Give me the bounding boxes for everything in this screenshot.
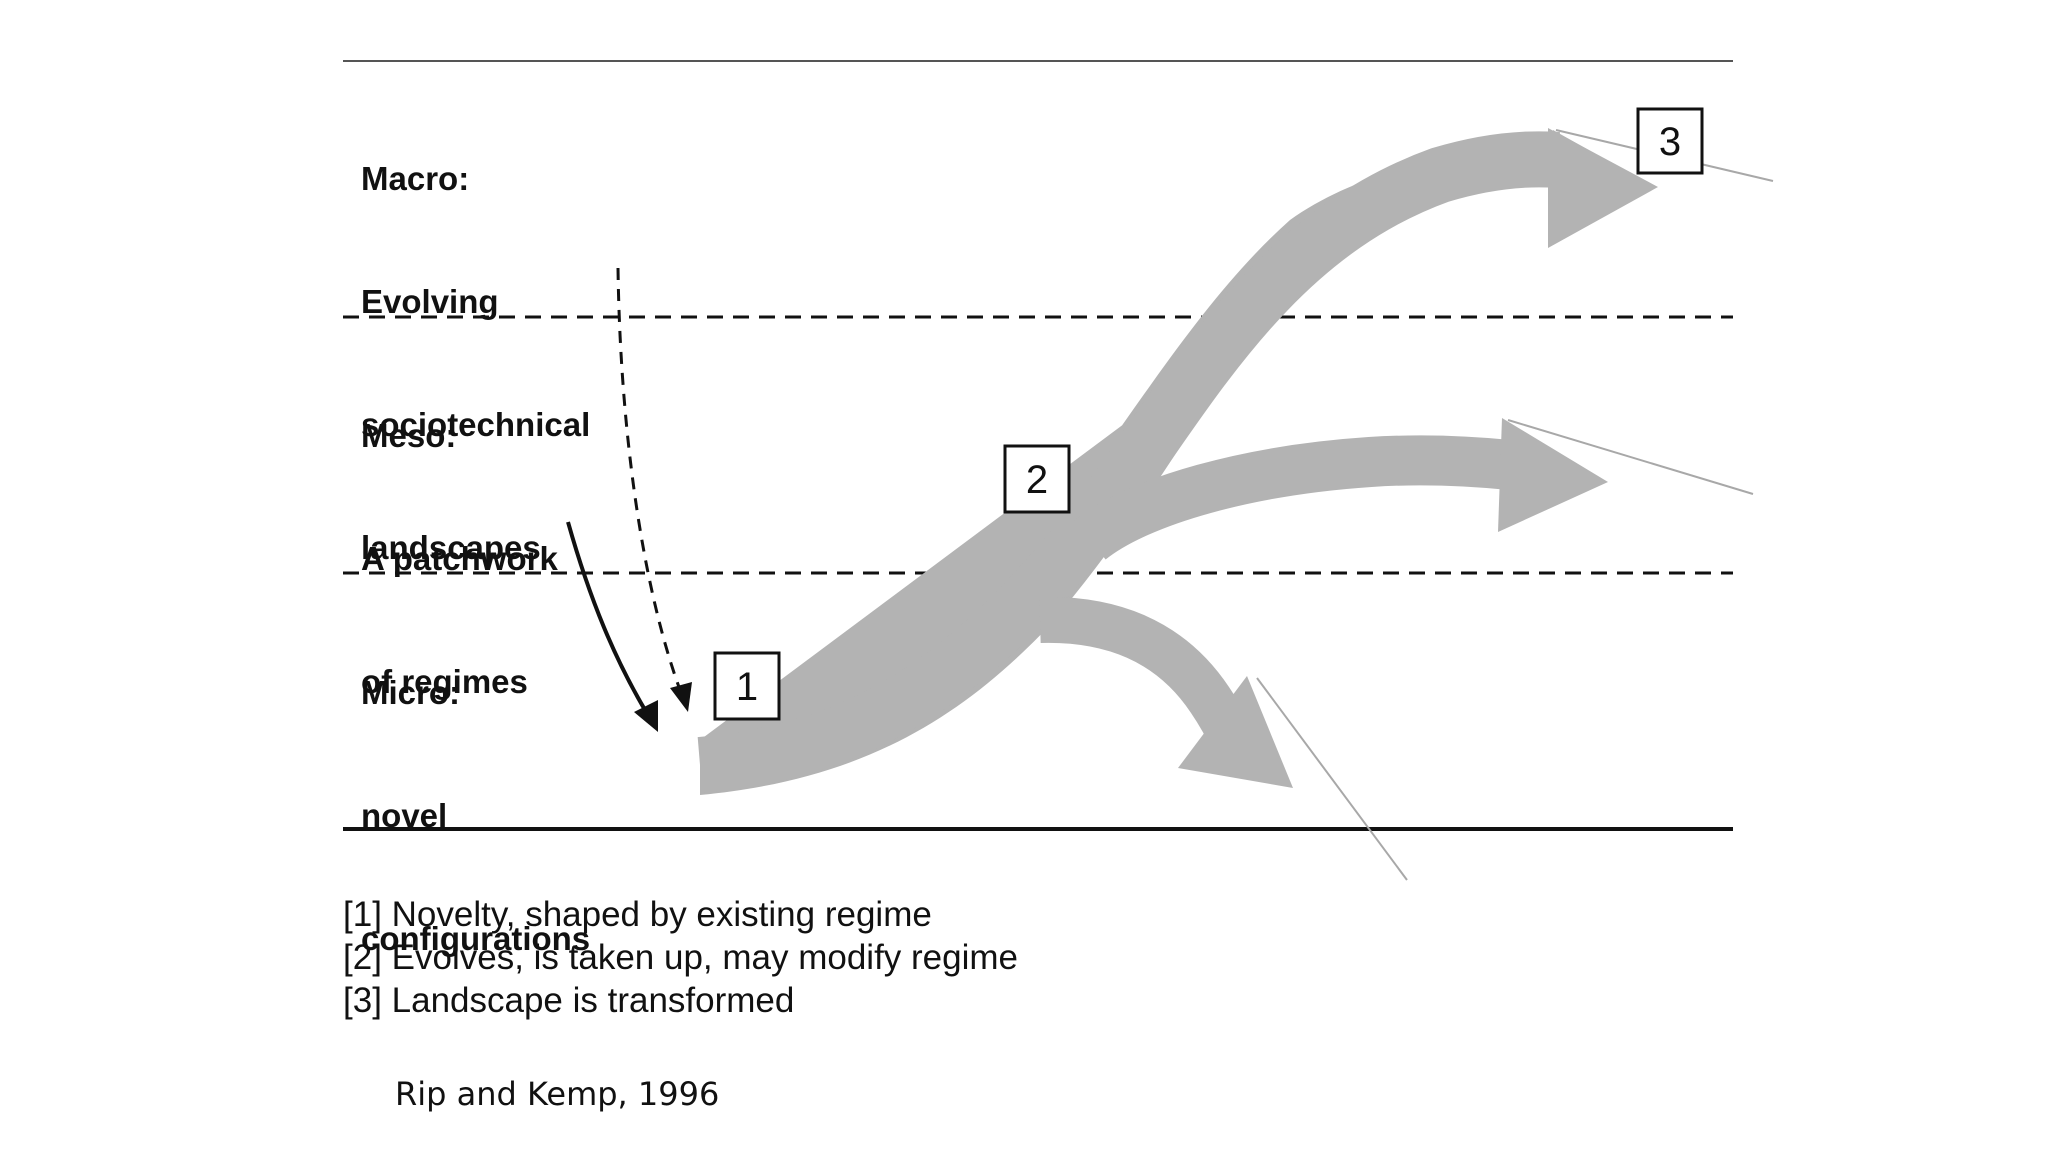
- micro-line-2: configurations: [361, 920, 591, 957]
- citation: Rip and Kemp, 1996: [395, 1075, 720, 1113]
- meso-title: Meso:: [361, 417, 457, 454]
- macro-line-2: sociotechnical: [361, 406, 591, 443]
- meso-branch-band: [1074, 435, 1513, 560]
- meso-branch-arrowhead: [1498, 418, 1608, 532]
- marker-box-3: 3: [1636, 107, 1704, 175]
- trunk-arrow: [700, 130, 1655, 795]
- micro-title: Micro:: [361, 674, 460, 711]
- dashed-influence-arrow: [616, 267, 682, 691]
- trunk-arrowhead: [1548, 128, 1658, 248]
- solid-influence-arrow: [566, 521, 650, 717]
- micro-line-1: novel: [361, 797, 448, 834]
- macro-label: Macro: Evolving sociotechnical landscape…: [361, 76, 590, 650]
- solid-influence-arrowhead: [634, 700, 658, 732]
- meso-line-1: A patchwork: [361, 540, 558, 577]
- micro-label: Micro: novel configurations: [361, 590, 590, 1041]
- marker-2-label: 2: [1026, 458, 1048, 502]
- pointer-line-low: [1256, 677, 1408, 881]
- meso-line-2: of regimes: [361, 663, 528, 700]
- macro-line-3: landscapes: [361, 529, 541, 566]
- legend-item-2: [2] Evolves, is taken up, may modify reg…: [343, 938, 1018, 977]
- marker-box-2: 2: [1003, 444, 1071, 514]
- legend-item-1: [1] Novelty, shaped by existing regime: [343, 895, 932, 934]
- trunk-band: [697, 131, 1560, 793]
- meso-label: Meso: A patchwork of regimes: [361, 333, 558, 784]
- marker-1-label: 1: [736, 665, 758, 709]
- macro-title: Macro:: [361, 160, 470, 197]
- legend-item-3: [3] Landscape is transformed: [343, 981, 795, 1020]
- innovation-flow-arrows: [700, 130, 1655, 795]
- pointer-line-mid: [1507, 419, 1754, 495]
- marker-3-label: 3: [1659, 120, 1681, 164]
- macro-line-1: Evolving: [361, 283, 499, 320]
- dashed-influence-arrowhead: [670, 682, 692, 712]
- marker-box-1: 1: [713, 651, 781, 721]
- micro-branch-arrowhead: [1178, 676, 1293, 788]
